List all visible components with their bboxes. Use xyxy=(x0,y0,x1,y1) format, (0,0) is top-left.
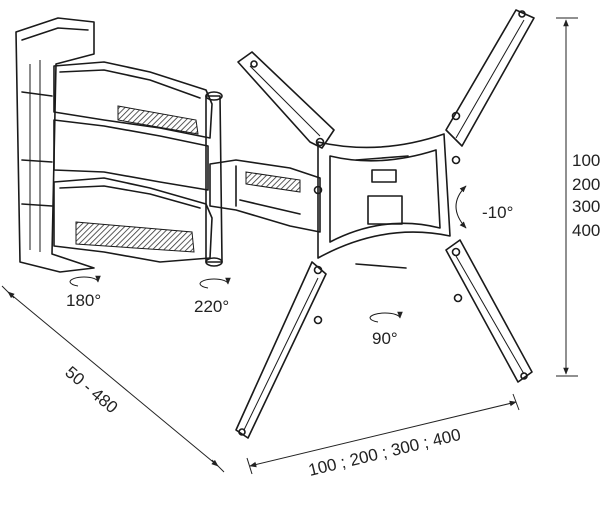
rotation-220-label: 220° xyxy=(194,297,229,316)
rotation-220-icon xyxy=(199,277,231,289)
tilt-arrow-icon xyxy=(455,185,467,229)
vesa-vertical-label-300: 300 xyxy=(572,197,600,216)
rotation-180-icon xyxy=(69,275,101,287)
vesa-horizontal-dimension-line xyxy=(246,393,520,475)
vesa-vertical-dimension-line xyxy=(556,17,578,377)
extension-dimension-line xyxy=(1,285,225,473)
extension-label: 50 - 480 xyxy=(61,363,121,418)
rotation-180-label: 180° xyxy=(66,291,101,310)
rotation-90-icon xyxy=(369,311,403,323)
rotation-90-label: 90° xyxy=(372,329,398,348)
tilt-label: -10° xyxy=(482,203,513,222)
second-arm xyxy=(209,159,321,233)
first-arm xyxy=(53,61,223,267)
vesa-vertical-label-200: 200 xyxy=(572,175,600,194)
vesa-vertical-label-400: 400 xyxy=(572,221,600,240)
vesa-vertical-label-100: 100 xyxy=(572,151,600,170)
